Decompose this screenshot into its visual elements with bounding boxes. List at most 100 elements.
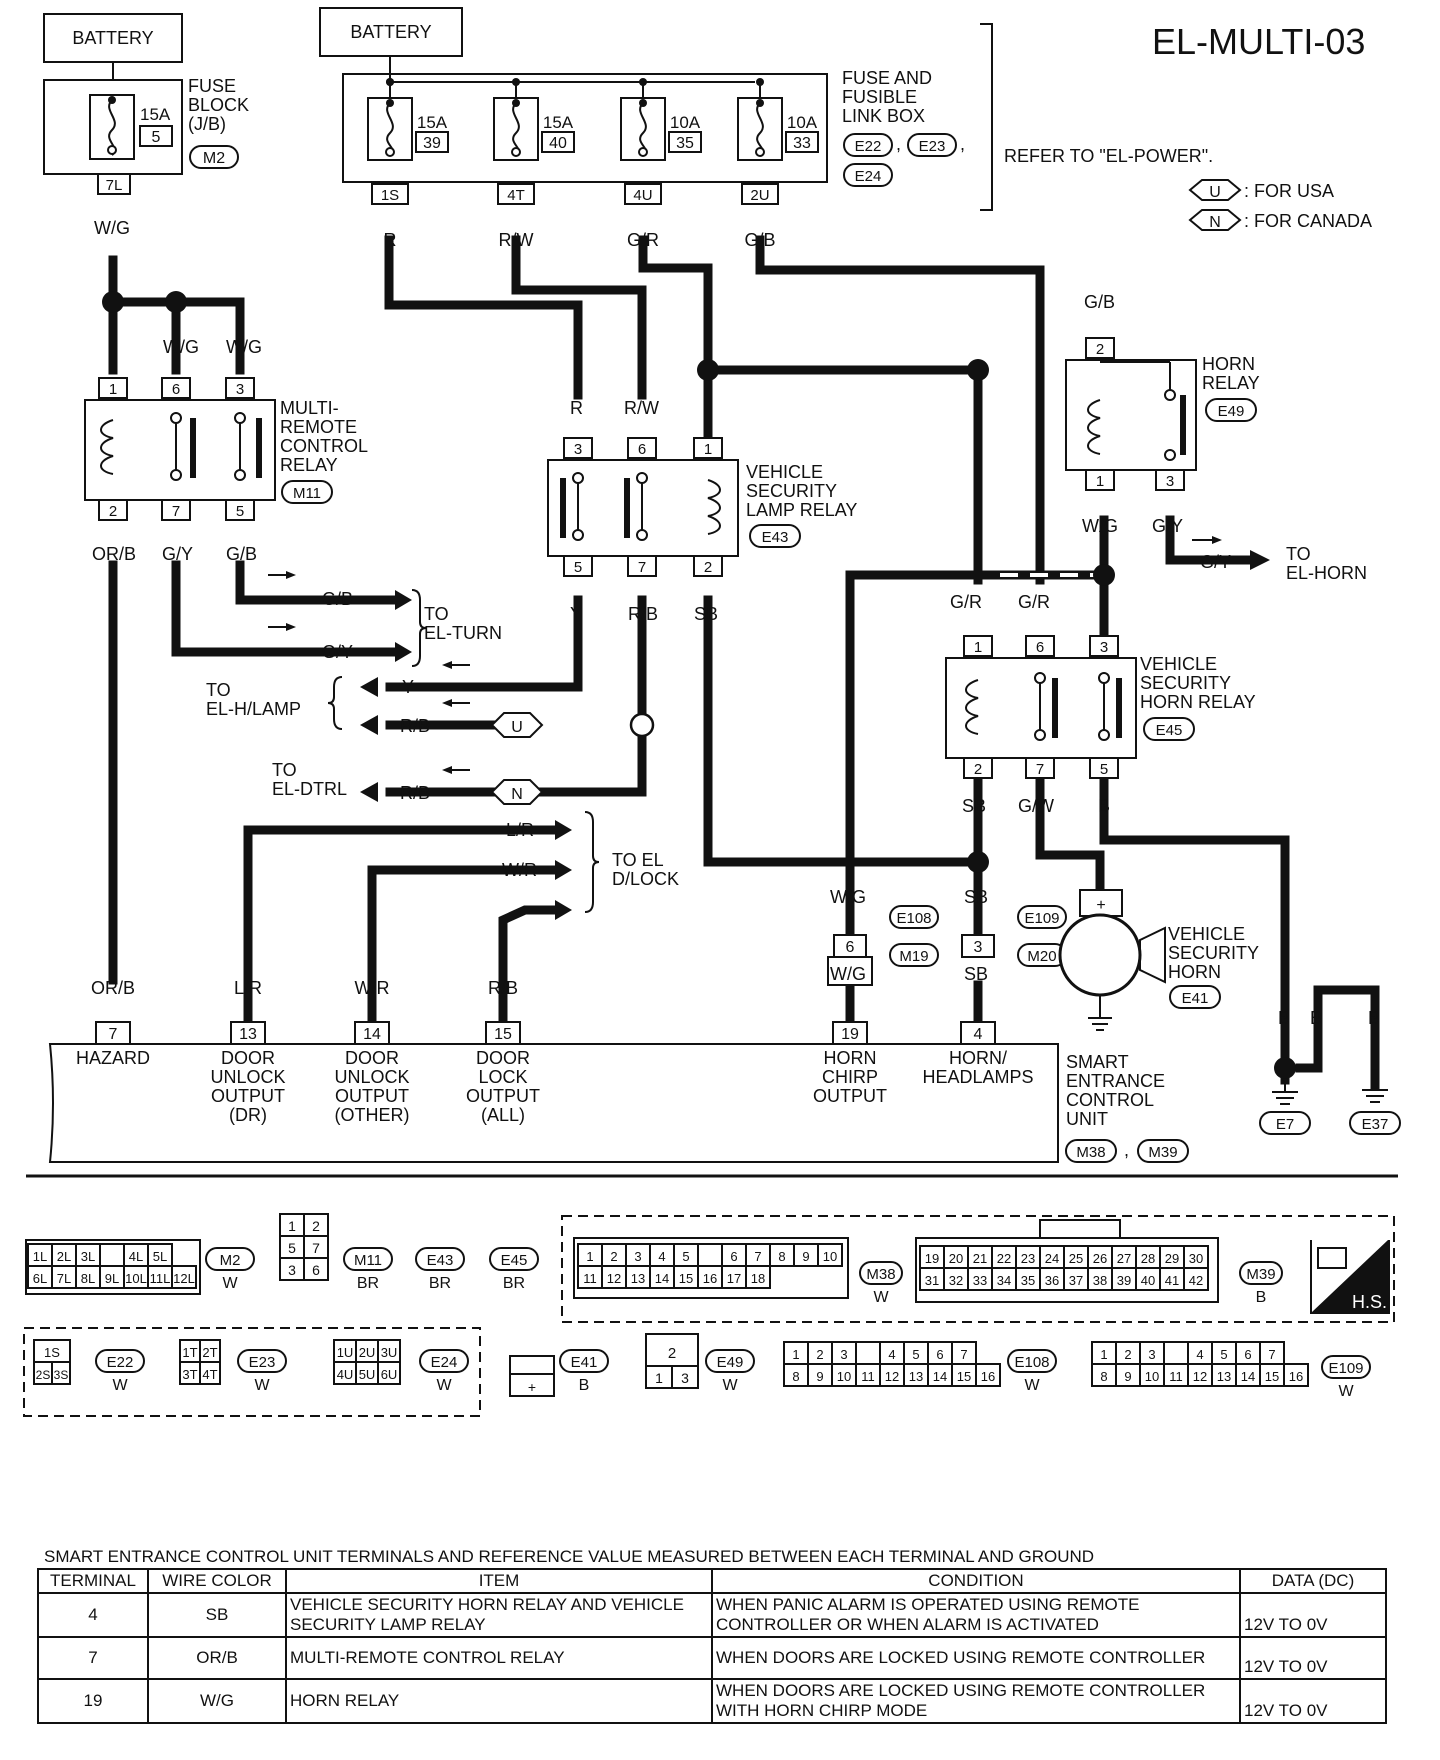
horn-plus: + xyxy=(1096,897,1105,914)
pin: 4 xyxy=(888,1347,895,1362)
pin: 9 xyxy=(1124,1369,1131,1384)
conn-e23-tag: E23 xyxy=(919,138,946,155)
control-unit-terminals: 7OR/BHAZARD13L/RDOORUNLOCKOUTPUT(DR)14W/… xyxy=(76,978,1034,1125)
pin: 3T xyxy=(182,1367,197,1382)
mr-label-3: CONTROL xyxy=(280,436,368,456)
conn-color: W xyxy=(722,1377,738,1394)
hlamp-wire-2: R/B xyxy=(400,716,430,736)
legend-u-code: U xyxy=(1209,184,1221,201)
legend: U : FOR USA N : FOR CANADA xyxy=(1188,179,1372,231)
cell-data: 12V TO 0V xyxy=(1239,1678,1387,1724)
pin: 10 xyxy=(1145,1369,1159,1384)
sh-connector: E45 xyxy=(1156,722,1183,739)
cu-terminal-no: 13 xyxy=(239,1026,257,1043)
cu-terminal-label: DOOR xyxy=(221,1048,275,1068)
junction-left: 6 W/G W/G E108 M19 xyxy=(827,887,939,986)
dtrl-label-1: TO xyxy=(272,760,297,780)
cu-label-3: CONTROL xyxy=(1066,1090,1154,1110)
fuse-block: 15A 5 FUSE BLOCK (J/B) M2 7L xyxy=(43,76,249,195)
pin: 8 xyxy=(778,1249,785,1264)
sh-bot-wire-2: G/W xyxy=(1018,796,1054,816)
conn-id: M39 xyxy=(1246,1266,1275,1283)
jr-conn-2: M20 xyxy=(1027,948,1056,965)
cell-item: VEHICLE SECURITY HORN RELAY AND VEHICLE … xyxy=(285,1592,713,1638)
conn-id: M38 xyxy=(866,1266,895,1283)
cu-terminal-label: DOOR xyxy=(476,1048,530,1068)
conn-id: E108 xyxy=(1014,1354,1049,1371)
pin: 9 xyxy=(816,1369,823,1384)
relay-terminal: 2 xyxy=(1096,341,1104,358)
pin: 18 xyxy=(751,1271,765,1286)
fuse-link-label-3: LINK BOX xyxy=(842,106,925,126)
pin: 4 xyxy=(658,1249,665,1264)
cu-terminal-no: 14 xyxy=(363,1026,381,1043)
conn-color: BR xyxy=(503,1275,525,1292)
pin: 36 xyxy=(1045,1273,1059,1288)
pin: + xyxy=(528,1379,536,1395)
pin: 16 xyxy=(981,1369,995,1384)
pin: 3 xyxy=(288,1262,296,1278)
cell-terminal: 19 xyxy=(37,1678,149,1724)
relay-terminal: 6 xyxy=(638,441,646,458)
lamp-bot-wire-2: R/B xyxy=(628,604,658,624)
pin: 29 xyxy=(1165,1251,1179,1266)
conn-id: E45 xyxy=(501,1252,528,1269)
horn-label-3b: HORN xyxy=(1168,962,1221,982)
horn-label-1: HORN xyxy=(1202,354,1255,374)
th-wire-color: WIRE COLOR xyxy=(147,1568,287,1594)
pin: 4U xyxy=(337,1367,354,1382)
table-row: 7 OR/B MULTI-REMOTE CONTROL RELAY WHEN D… xyxy=(37,1636,1387,1680)
jl-terminal: 6 xyxy=(846,939,855,956)
pin: 14 xyxy=(655,1271,669,1286)
lamp-bot-wire-3: SB xyxy=(694,604,718,624)
horn-label-2: RELAY xyxy=(1202,373,1260,393)
pin: 8 xyxy=(1100,1369,1107,1384)
pin: 8 xyxy=(792,1369,799,1384)
pin: 10 xyxy=(823,1249,837,1264)
relay-terminal: 2 xyxy=(109,503,117,520)
pin: 7 xyxy=(754,1249,761,1264)
pin: 3U xyxy=(381,1345,398,1360)
pin: 19 xyxy=(925,1251,939,1266)
cu-terminal-label: HORN xyxy=(824,1048,877,1068)
gnd-conn-1: E7 xyxy=(1276,1116,1294,1133)
conn-id: E43 xyxy=(427,1252,454,1269)
junction-dots xyxy=(102,291,1296,1079)
relay-terminal: 3 xyxy=(1166,473,1174,490)
jl-conn-2: M19 xyxy=(899,948,928,965)
wires xyxy=(108,235,1380,1090)
cu-terminal-label: OUTPUT xyxy=(335,1086,409,1106)
security-lamp-relay xyxy=(547,459,739,557)
pin: 5U xyxy=(359,1367,376,1382)
fuse-terminal: 1S xyxy=(381,187,399,204)
sh-label-1: VEHICLE xyxy=(1140,654,1217,674)
pin: 6 xyxy=(936,1347,943,1362)
battery-label: BATTERY xyxy=(72,28,153,48)
pin: 11 xyxy=(1169,1369,1183,1384)
cu-terminal-label: UNLOCK xyxy=(210,1067,285,1087)
pin: 22 xyxy=(997,1251,1011,1266)
hlamp-label-2: EL-H/LAMP xyxy=(206,699,301,719)
cu-terminal-label: (OTHER) xyxy=(335,1105,410,1125)
pin: 21 xyxy=(973,1251,987,1266)
cu-conn-2: M39 xyxy=(1148,1144,1177,1161)
pin: 4 xyxy=(1196,1347,1203,1362)
to-horn-label-2: EL-HORN xyxy=(1286,563,1367,583)
pin: 11L xyxy=(150,1271,171,1286)
pin: 11 xyxy=(583,1271,597,1286)
pin: 2 xyxy=(668,1345,676,1362)
cu-terminal-label: (ALL) xyxy=(481,1105,525,1125)
pin: 41 xyxy=(1165,1273,1179,1288)
pin: 2 xyxy=(610,1249,617,1264)
pin: 13 xyxy=(909,1369,923,1384)
pin: 27 xyxy=(1117,1251,1131,1266)
pin: 31 xyxy=(925,1273,939,1288)
cell-terminal: 4 xyxy=(37,1592,149,1638)
fuse-amp: 15A xyxy=(543,113,574,132)
mr-bot-wire-3: G/B xyxy=(226,544,257,564)
relay-terminal: 2 xyxy=(704,559,712,576)
cu-terminal-wire: OR/B xyxy=(91,978,135,998)
pin: 1T xyxy=(182,1345,197,1360)
relay-terminal: 6 xyxy=(1036,639,1044,656)
